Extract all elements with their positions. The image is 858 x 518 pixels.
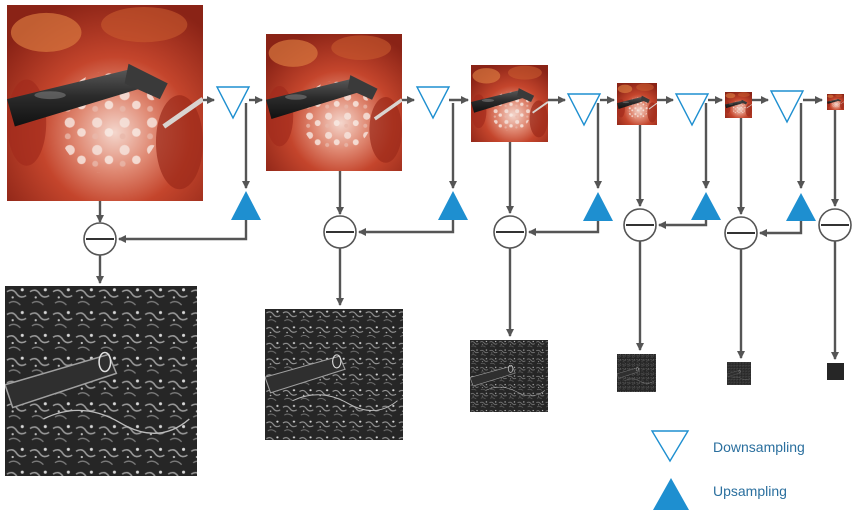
difference-node-level-2: [493, 215, 527, 249]
upsampling-legend-icon: [653, 478, 689, 510]
downsampling-icon-level-4: [769, 90, 805, 124]
surgical-image-level-1: [266, 34, 402, 171]
difference-node-level-4: [724, 216, 758, 250]
upsampling-icon-level-1: [438, 191, 468, 220]
surgical-image-level-3: [617, 83, 657, 125]
edge-map-level-2: [470, 340, 548, 412]
edge-map-level-1: [265, 309, 403, 440]
difference-node-level-3: [623, 208, 657, 242]
arrow-upsample-to-diff-level-0: [118, 220, 248, 243]
upsampling-icon-level-0: [231, 191, 261, 220]
downsampling-icon-level-3: [674, 93, 710, 127]
upsampling-legend-label: Upsampling: [713, 483, 787, 499]
arrow-upsample-to-diff-level-1: [358, 220, 455, 236]
surgical-image-level-2: [471, 65, 548, 142]
legend: Downsampling Upsampling: [650, 430, 805, 510]
downsampling-icon-level-0: [215, 86, 251, 120]
edge-map-level-5: [827, 363, 844, 380]
edge-map-level-3: [617, 354, 656, 392]
arrow-upsample-to-diff-level-4: [759, 221, 803, 237]
difference-node-level-5: [818, 208, 852, 242]
edge-map-level-4: [727, 362, 751, 385]
surgical-image-level-5: [827, 94, 844, 110]
difference-node-level-0: [83, 222, 117, 256]
surgical-image-level-0: [7, 5, 203, 201]
difference-node-level-1: [323, 215, 357, 249]
downsampling-legend-icon: [650, 430, 690, 463]
arrow-upsample-to-diff-level-2: [528, 221, 600, 236]
surgical-image-level-4: [725, 92, 752, 118]
arrow-upsample-to-diff-level-3: [658, 220, 708, 229]
upsampling-icon-level-2: [583, 192, 613, 221]
downsampling-legend-label: Downsampling: [713, 439, 805, 455]
edge-map-level-0: [5, 286, 197, 476]
downsampling-icon-level-2: [566, 93, 602, 127]
upsampling-icon-level-4: [786, 193, 816, 221]
downsampling-icon-level-1: [415, 86, 451, 120]
upsampling-icon-level-3: [691, 192, 721, 220]
